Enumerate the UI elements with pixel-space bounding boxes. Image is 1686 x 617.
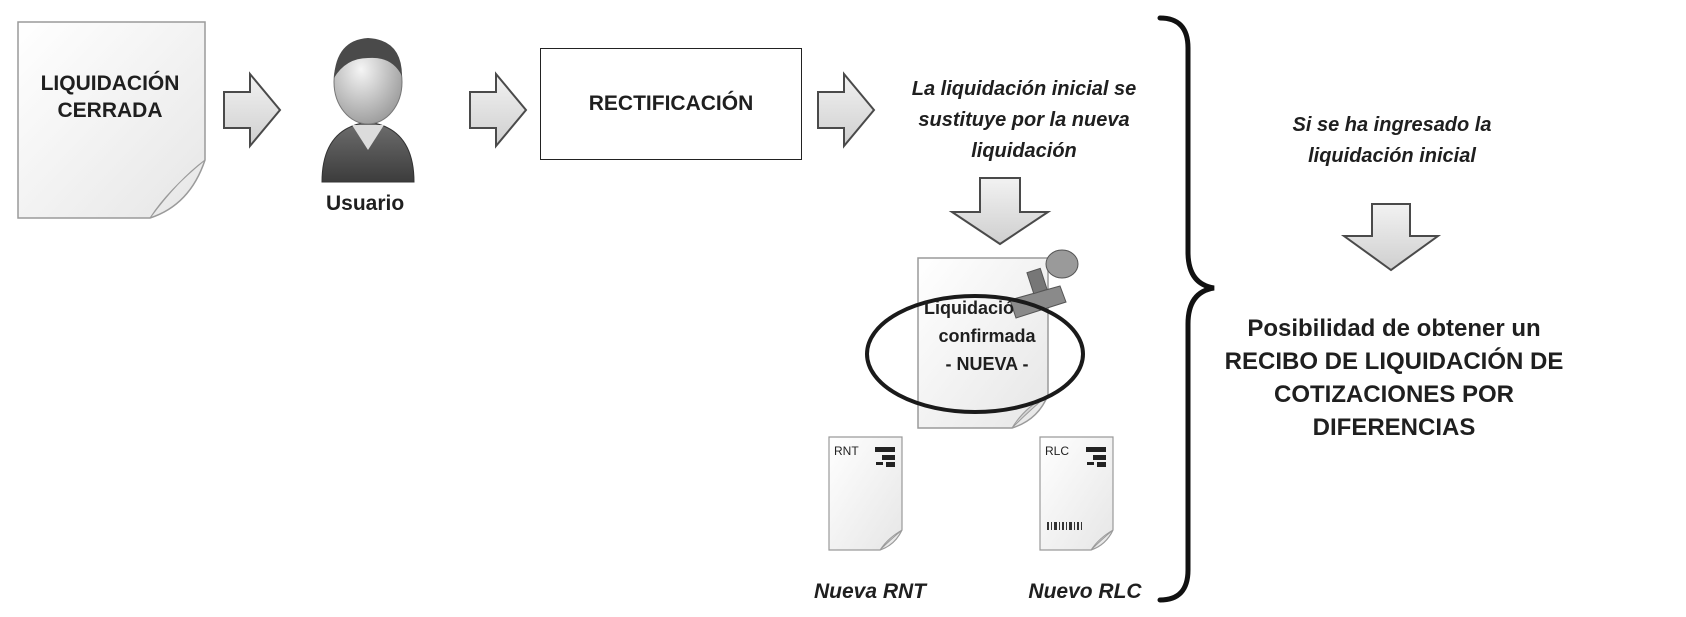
down-arrow-icon — [948, 177, 1052, 246]
confirmed-line2: confirmada — [938, 326, 1036, 346]
closed-document-line2: CERRADA — [57, 99, 163, 122]
replacement-line2: sustituye por la nueva — [918, 109, 1130, 131]
closed-document-label: LIQUIDACIÓN CERRADA — [26, 70, 194, 124]
condition-line1: Si se ha ingresado la — [1292, 114, 1492, 136]
user-label: Usuario — [326, 192, 405, 215]
condition-note: Si se ha ingresado la liquidación inicia… — [1246, 110, 1538, 172]
rnt-document-icon — [828, 436, 903, 551]
rlc-tag: RLC — [1045, 444, 1070, 458]
result-line3: COTIZACIONES POR — [1273, 381, 1514, 408]
confirmed-line3: - NUEVA - — [945, 354, 1029, 374]
result-text: Posibilidad de obtener un RECIBO DE LIQU… — [1206, 312, 1582, 444]
closed-document-icon — [17, 21, 206, 219]
right-arrow-icon — [469, 71, 528, 149]
condition-line2: liquidación inicial — [1308, 145, 1476, 167]
result-line2: RECIBO DE LIQUIDACIÓN DE — [1224, 348, 1564, 375]
result-line4: DIFERENCIAS — [1312, 414, 1476, 441]
down-arrow-icon — [1340, 203, 1442, 272]
confirmed-line1: Liquidació — [924, 298, 1014, 318]
curly-brace — [1157, 15, 1215, 603]
rlc-document-icon — [1039, 436, 1114, 551]
result-line1: Posibilidad de obtener un — [1247, 315, 1541, 342]
replacement-line1: La liquidación inicial se — [911, 78, 1137, 100]
replacement-note: La liquidación inicial se sustituye por … — [878, 74, 1170, 167]
replacement-line3: liquidación — [971, 140, 1077, 162]
rectification-box: RECTIFICACIÓN — [540, 48, 802, 160]
highlight-ellipse — [865, 294, 1085, 414]
user-avatar-icon — [321, 38, 415, 183]
barcode-icon — [1047, 522, 1082, 530]
rnt-tag: RNT — [834, 444, 859, 458]
stamp-icon — [1009, 249, 1079, 319]
rlc-caption: Nuevo RLC — [1028, 580, 1142, 603]
rectification-label: RECTIFICACIÓN — [588, 92, 754, 115]
closed-document-line1: LIQUIDACIÓN — [40, 72, 180, 95]
right-arrow-icon — [223, 71, 282, 149]
rnt-caption: Nueva RNT — [813, 580, 927, 603]
confirmed-document-label: Liquidació confirmada - NUEVA - — [922, 294, 1052, 378]
right-arrow-icon — [817, 71, 876, 149]
